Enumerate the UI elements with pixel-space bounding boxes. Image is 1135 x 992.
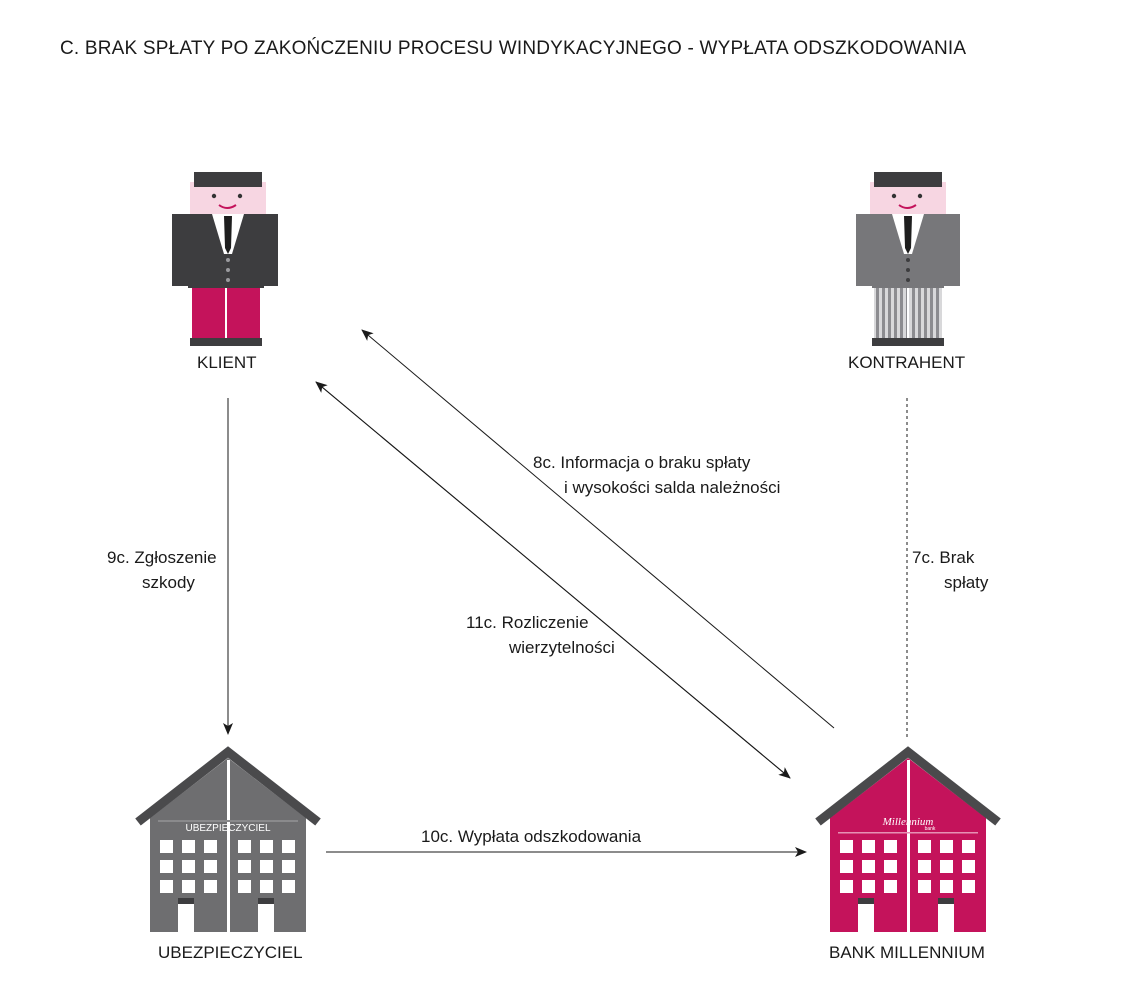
- edge-7c-label-line2: spłaty: [944, 573, 989, 592]
- edge-11c-label-line2: wierzytelności: [509, 638, 615, 657]
- edge-11c-arrowhead-back: [315, 381, 791, 779]
- bank-logo-subtext: bank: [925, 826, 936, 832]
- edge-7c-label-line1: 7c. Brak: [912, 548, 975, 567]
- edge-10c-label: 10c. Wypłata odszkodowania: [421, 827, 642, 846]
- edge-9c-label-line2: szkody: [142, 573, 195, 592]
- ubezpieczyciel-sign: UBEZPIECZYCIEL: [185, 823, 270, 834]
- edge-11c-label-line1: 11c. Rozliczenie: [466, 613, 589, 632]
- node-label-kontrahent: KONTRAHENT: [848, 353, 966, 372]
- bank-building-icon: Millennium bank: [815, 746, 1001, 932]
- diagram-title: C. BRAK SPŁATY PO ZAKOŃCZENIU PROCESU WI…: [60, 38, 967, 59]
- node-label-klient: KLIENT: [197, 353, 257, 372]
- edge-8c-line: [361, 329, 835, 729]
- kontrahent-person-icon: [856, 172, 960, 346]
- ubezpieczyciel-building-icon: UBEZPIECZYCIEL: [135, 746, 321, 932]
- edge-8c-label-line2: i wysokości salda należności: [564, 478, 781, 497]
- klient-person-icon: [172, 172, 278, 346]
- node-label-bank: BANK MILLENNIUM: [829, 943, 985, 962]
- edge-8c-label-line1: 8c. Informacja o braku spłaty: [533, 453, 751, 472]
- edge-9c-label-line1: 9c. Zgłoszenie: [107, 548, 217, 567]
- node-label-ubezpieczyciel: UBEZPIECZYCIEL: [158, 943, 303, 962]
- bank-logo-text: Millennium: [882, 816, 934, 828]
